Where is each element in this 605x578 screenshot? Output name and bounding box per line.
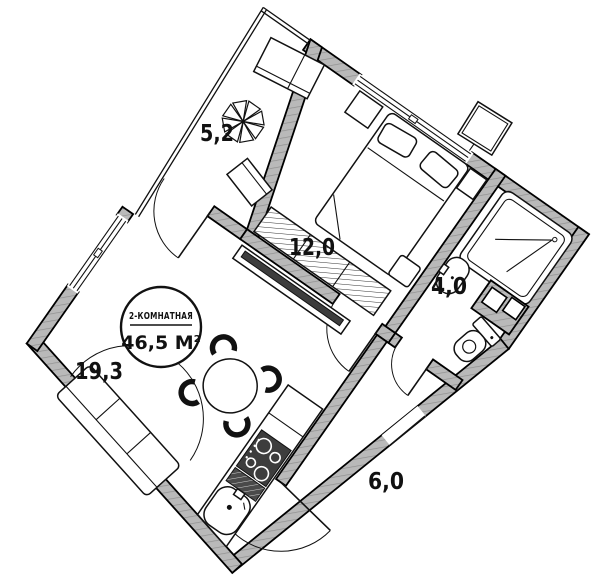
bedside-stool <box>388 254 421 288</box>
apartment-type-label: 2-КОМНАТНАЯ <box>129 311 193 322</box>
stove <box>235 429 292 488</box>
balcony-parapet <box>134 6 312 218</box>
badge-circle <box>119 285 203 369</box>
bathroom-door <box>391 342 430 396</box>
balcony-bench <box>252 36 326 100</box>
room-label-balcony: 5,2 <box>200 121 234 147</box>
dining-chair <box>209 334 238 356</box>
area-unit: М <box>168 332 194 354</box>
pillow <box>377 122 418 158</box>
toilet <box>453 316 501 363</box>
room-labels: 5,2 12,0 4,0 19,3 6,0 <box>75 121 467 495</box>
living-window <box>66 213 129 294</box>
apartment-badge: 2-КОМНАТНАЯ 46,5 М2 <box>119 285 203 369</box>
dining-chair <box>223 416 251 438</box>
pillow <box>419 150 459 189</box>
area-value: 46,5 <box>121 332 168 354</box>
kitchen-counter <box>196 383 324 548</box>
dining-chair <box>178 378 200 407</box>
dining-table <box>202 358 258 414</box>
sofa <box>56 366 180 496</box>
room-label-bedroom: 12,0 <box>289 235 335 261</box>
room-label-hallway: 6,0 <box>368 469 404 495</box>
tv-console <box>231 244 352 336</box>
plant-icon <box>221 99 265 144</box>
room-label-living: 19,3 <box>75 359 123 385</box>
tv <box>240 250 345 327</box>
nightstand-right <box>455 167 488 201</box>
vent-shafts <box>470 279 530 336</box>
dining-set <box>178 334 282 438</box>
washbasin <box>435 256 470 295</box>
balcony-door <box>153 178 211 259</box>
area-superscript: 2 <box>194 334 201 345</box>
ac-unit <box>456 100 513 157</box>
wardrobe <box>252 205 392 317</box>
bedroom-window <box>352 73 474 165</box>
balcony-desk <box>225 157 274 207</box>
kitchen-sink <box>203 486 251 536</box>
apartment-area: 46,5 М2 <box>121 332 200 354</box>
double-bed <box>314 112 469 276</box>
hall-passage-door <box>232 481 331 552</box>
dining-chair <box>260 365 282 393</box>
room-label-bathroom: 4,0 <box>431 274 467 300</box>
nightstand-left <box>343 89 384 130</box>
entry-door <box>381 406 426 446</box>
